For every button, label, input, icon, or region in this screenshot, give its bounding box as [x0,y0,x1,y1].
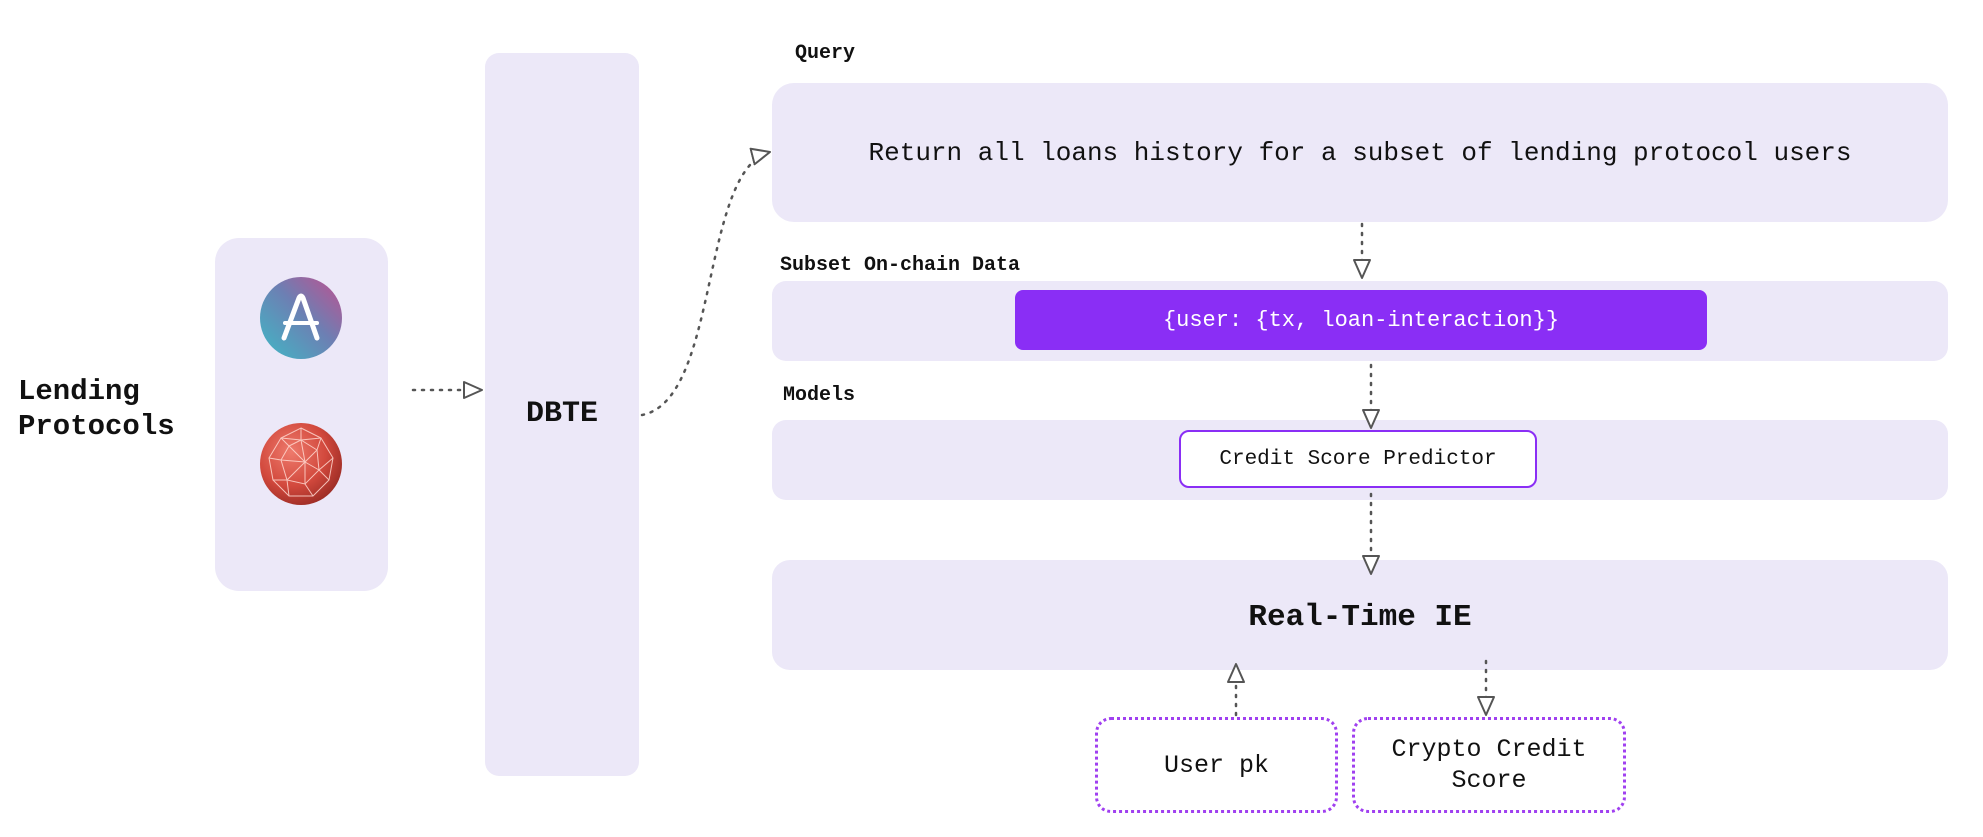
models-title: Models [783,384,856,407]
query-title: Query [795,42,856,65]
lending-protocols-label: Lending Protocols [18,375,175,443]
real-time-ie-panel [772,560,1948,670]
query-text: Return all loans history for a subset of… [868,138,1852,168]
subset-title: Subset On-chain Data [780,254,1021,277]
user-pk-box: User pk [1095,717,1338,813]
geodesic-sphere-logo-icon [260,423,342,505]
arrow-dbte-to-query [640,147,772,417]
crypto-credit-score-label: Crypto Credit Score [1391,735,1587,795]
credit-score-predictor-box: Credit Score Predictor [1179,430,1537,488]
crypto-credit-score-box: Crypto Credit Score [1352,717,1626,813]
real-time-ie-label: Real-Time IE [1248,600,1472,635]
aave-logo-icon [260,277,342,359]
user-pk-label: User pk [1163,750,1270,780]
subset-record-box: {user: {tx, loan-interaction}} [1015,290,1707,350]
dbte-label: DBTE [525,397,598,431]
dbte-panel [485,53,639,776]
query-panel [772,83,1948,222]
